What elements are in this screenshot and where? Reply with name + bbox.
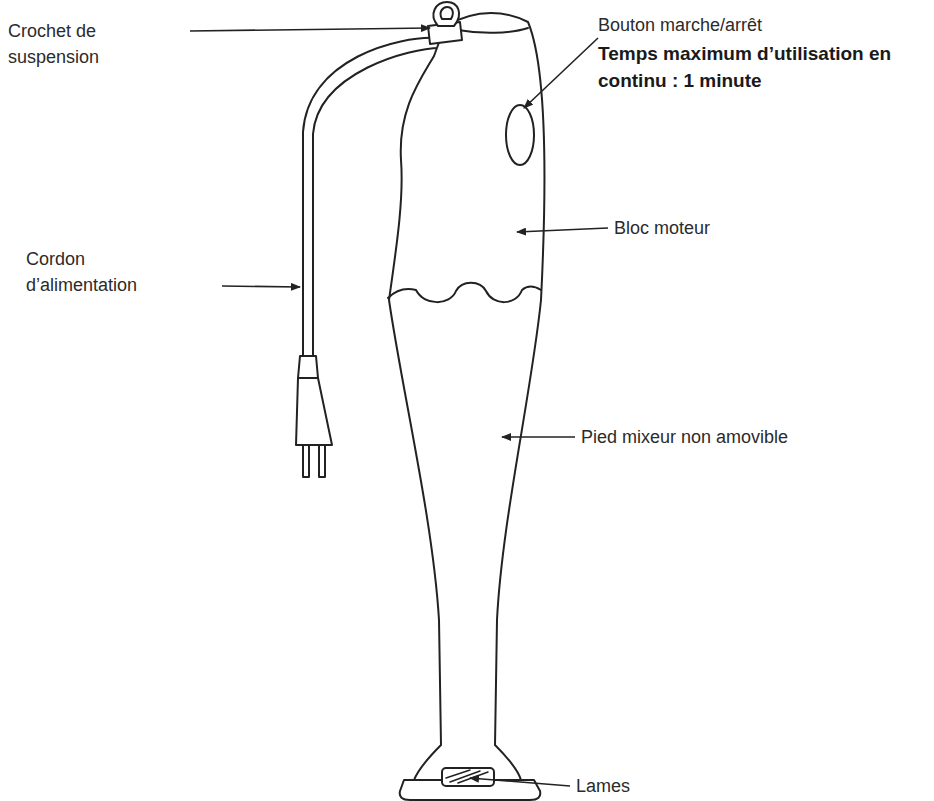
leader-line [222,286,300,287]
leader-line [470,778,570,786]
part-label: Crochet de suspension [8,18,188,70]
motor-divider [388,283,541,302]
blender-body [389,13,544,780]
hanging-hook [441,7,453,19]
leader-line [502,436,575,438]
leader-line [524,38,598,108]
leader-line [190,28,430,31]
plug [298,356,318,378]
hanging-hook [433,2,459,26]
part-label: Cordon d’alimentation [26,246,161,298]
warning-note: Temps maximum d’utilisation en continu :… [598,40,923,94]
part-label: Lames [576,773,630,799]
blades [442,768,494,786]
part-label: Bouton marche/arrêt [598,12,762,38]
plug [296,378,332,445]
blades [446,770,488,783]
power-button [506,105,534,165]
plug-prong [303,445,309,477]
part-label: Bloc moteur [614,215,710,241]
leader-line [517,228,608,232]
plug-prong [319,445,325,477]
part-label: Pied mixeur non amovible [581,424,788,450]
head-divider [458,28,528,33]
